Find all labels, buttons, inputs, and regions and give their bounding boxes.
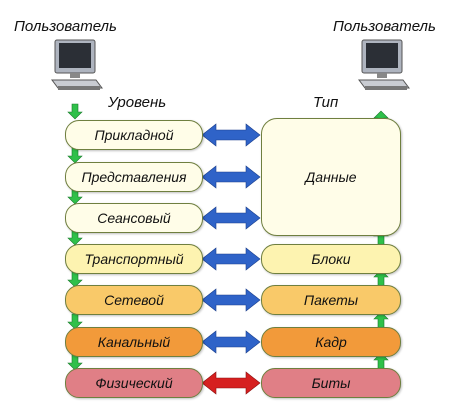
type-packets: Пакеты — [261, 285, 401, 315]
down-arrow-icon — [67, 147, 83, 164]
double-arrow-icon — [201, 165, 261, 189]
double-arrow-icon — [201, 206, 261, 230]
type-column-header: Тип — [313, 94, 339, 111]
computer-icon-right — [358, 39, 410, 90]
level-data-link: Канальный — [65, 327, 203, 357]
level-physical: Физический — [65, 368, 203, 398]
double-arrow-icon — [201, 247, 261, 271]
double-arrow-icon — [201, 123, 261, 147]
down-arrow-icon — [67, 313, 83, 330]
level-application: Прикладной — [65, 120, 203, 150]
level-network: Сетевой — [65, 285, 203, 315]
level-presentation: Представления — [65, 162, 203, 192]
double-arrow-icon — [201, 330, 261, 354]
type-bits: Биты — [261, 368, 401, 398]
down-arrow-icon — [67, 103, 83, 120]
right-user-label: Пользователь — [333, 18, 436, 35]
double-arrow-red-icon — [201, 371, 261, 395]
level-column-header: Уровень — [108, 94, 167, 111]
left-user-label: Пользователь — [14, 18, 117, 35]
computer-icon-left — [51, 39, 103, 90]
level-session: Сеансовый — [65, 203, 203, 233]
type-data: Данные — [261, 118, 401, 236]
type-frame: Кадр — [261, 327, 401, 357]
level-transport: Транспортный — [65, 244, 203, 274]
double-arrow-icon — [201, 288, 261, 312]
type-blocks: Блоки — [261, 244, 401, 274]
